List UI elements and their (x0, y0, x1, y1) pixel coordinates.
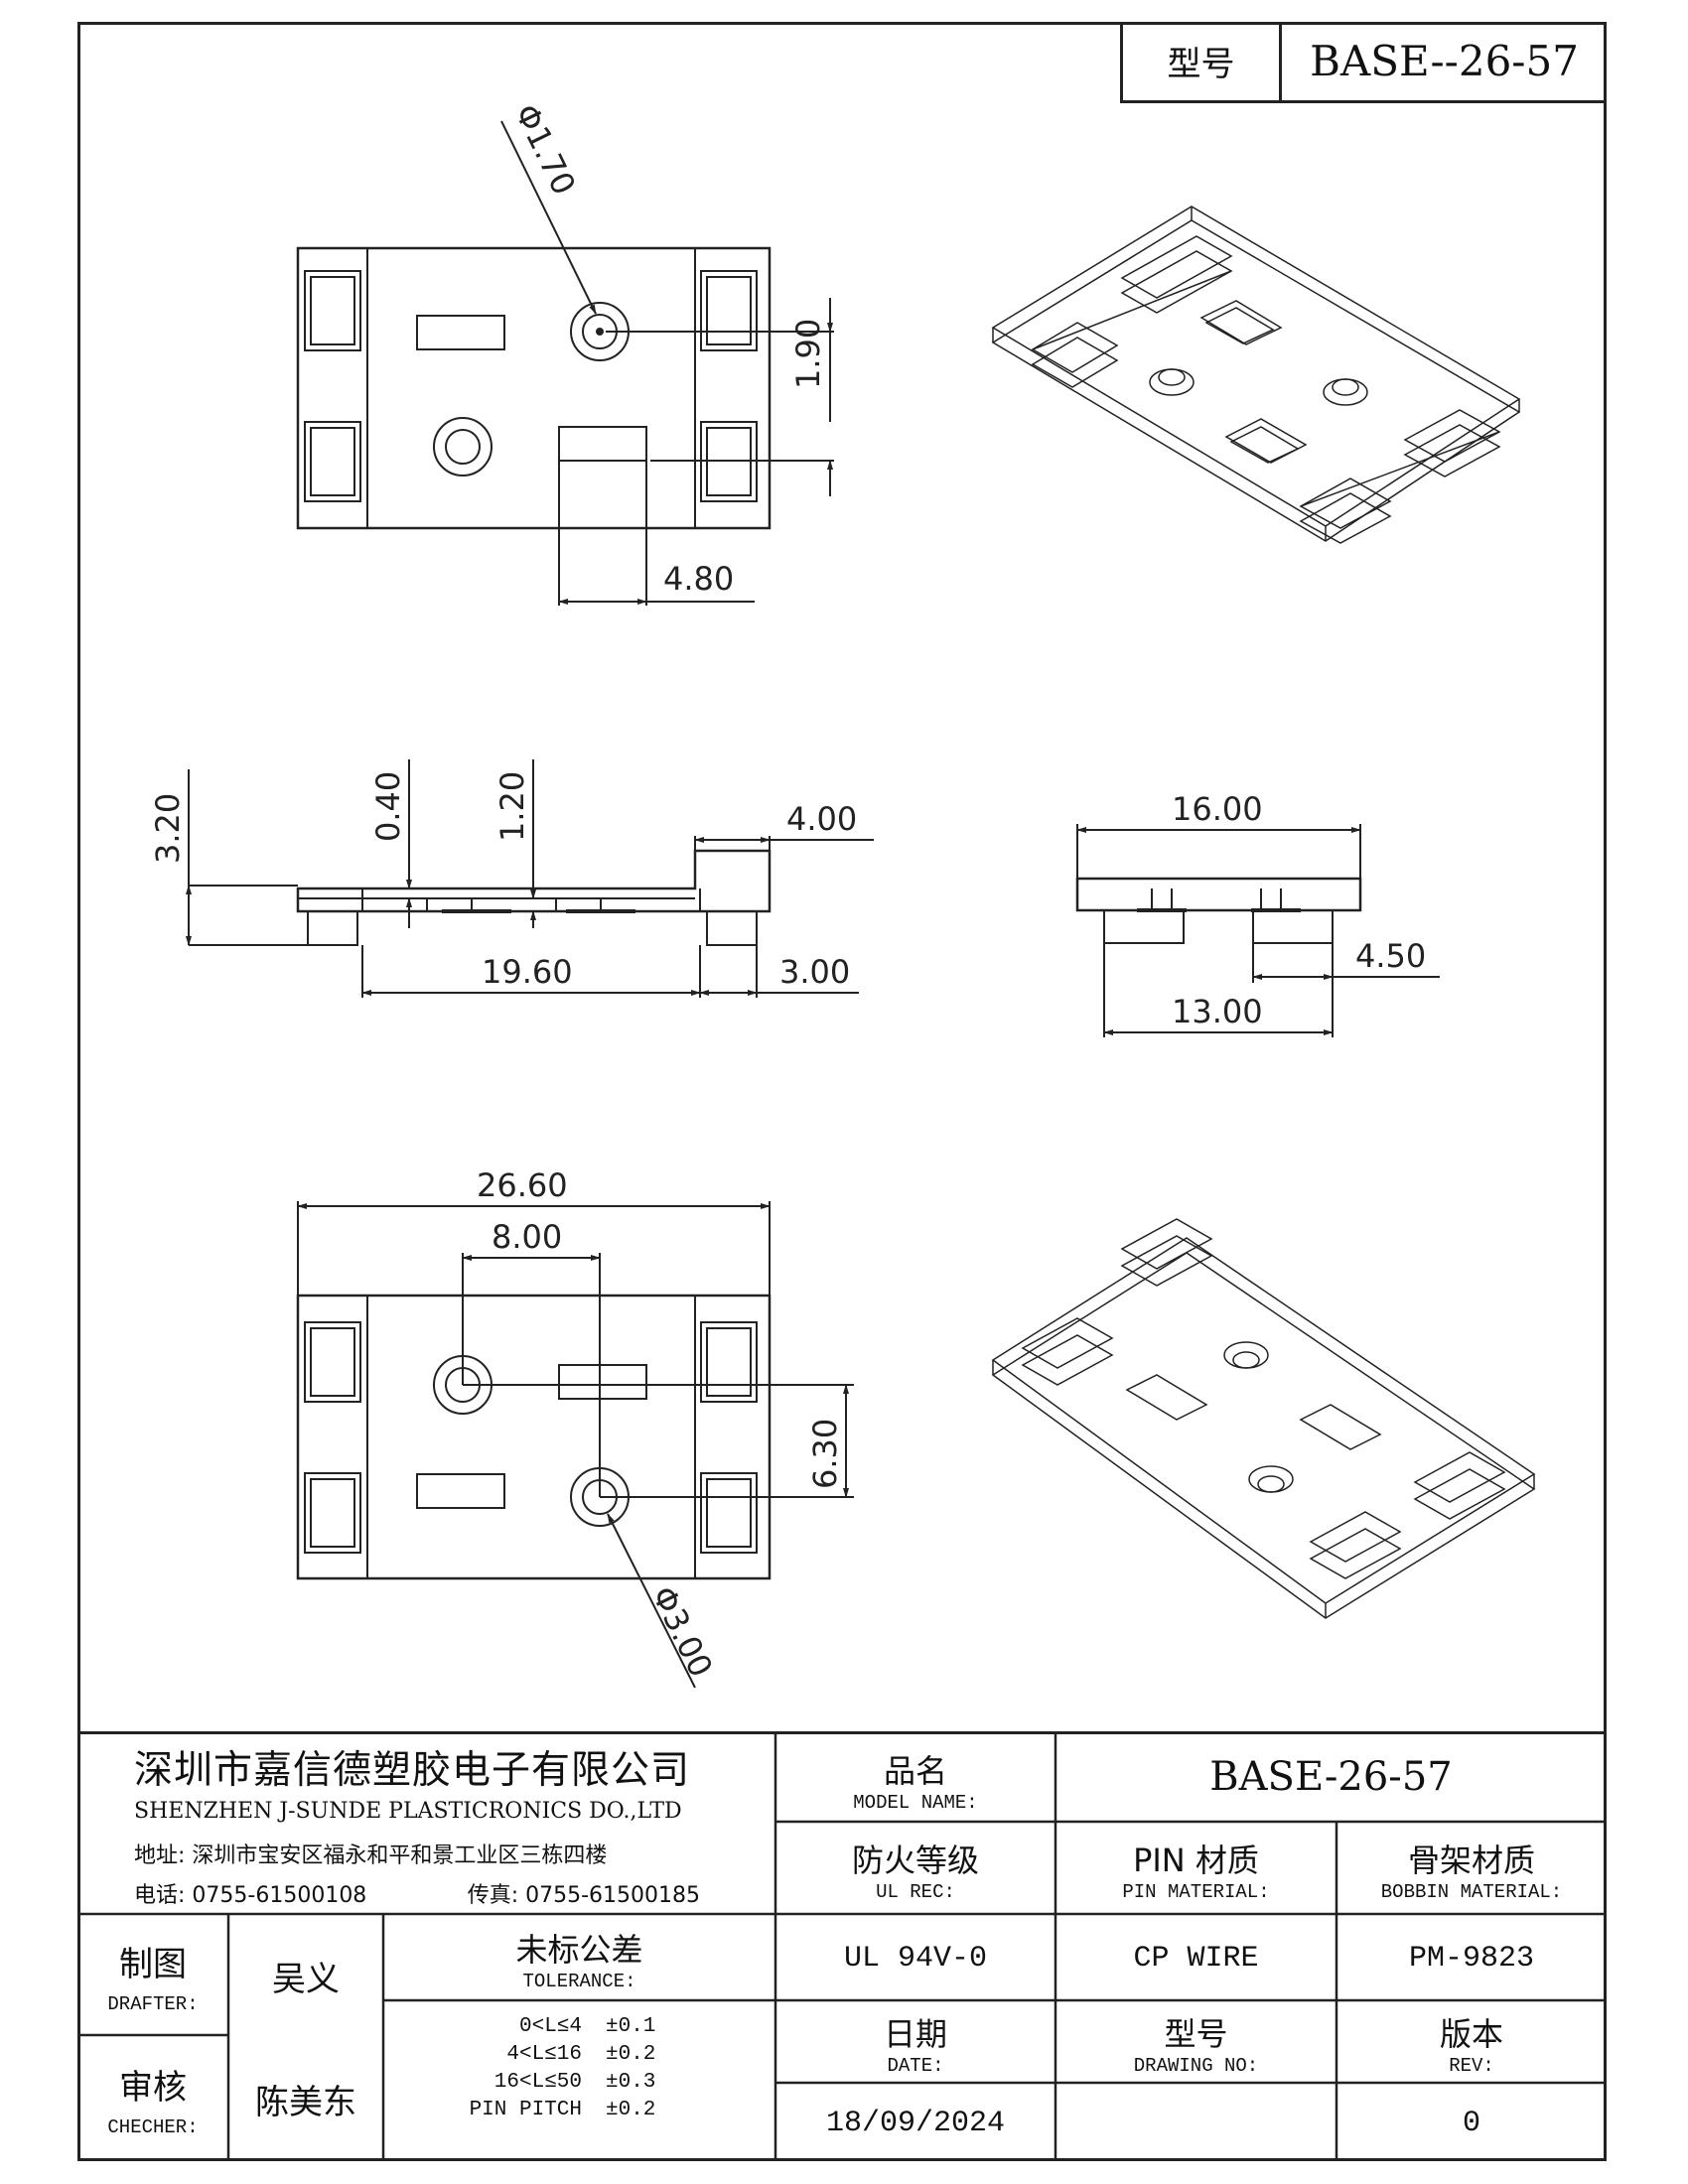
end-view (1075, 877, 1362, 944)
pin-material-value: CP WIRE (1133, 1941, 1259, 1976)
dim-6-30: 6.30 (806, 1419, 844, 1489)
bottom-view (296, 1294, 772, 1580)
dim-4-50: 4.50 (1355, 937, 1426, 975)
tolerance-range: 4<L≤16 (506, 2043, 582, 2066)
dim-1-90: 1.90 (789, 319, 827, 389)
technical-drawing: Φ1.70 1.90 4.80 3.20 0.40 1.20 4.00 19.6… (149, 98, 1536, 1689)
drafter-en: DRAFTER: (107, 1992, 199, 2015)
isometric-view-top (991, 205, 1521, 544)
header-model-label: 型号 (1167, 45, 1235, 84)
checker-zh: 审核 (119, 2068, 187, 2108)
company-address: 地址: 深圳市宝安区福永和平和景工业区三栋四楼 (134, 1843, 608, 1868)
dim-4-00: 4.00 (786, 800, 857, 838)
date-en: DATE: (887, 2054, 944, 2077)
ul-rec-en: UL REC: (876, 1881, 955, 1903)
model-name-en: MODEL NAME: (853, 1791, 978, 1814)
company-tel: 电话: 0755-61500108 (134, 1883, 367, 1908)
drafter-value: 吴义 (272, 1959, 340, 1999)
isometric-view-bottom (991, 1218, 1536, 1619)
drawing-no-en: DRAWING NO: (1133, 2054, 1259, 2077)
dim-0-40: 0.40 (369, 771, 407, 842)
drawing-no-zh: 型号 (1164, 2014, 1228, 2053)
company-fax: 传真: 0755-61500185 (467, 1883, 700, 1908)
tolerance-value: ±0.2 (606, 2099, 656, 2121)
dim-16-00: 16.00 (1172, 790, 1263, 828)
tolerance-table: 0<L≤4 ±0.1 4<L≤16 ±0.2 16<L≤50 ±0.3 PIN PIT… (383, 2015, 775, 2126)
tolerance-zh: 未标公差 (515, 1930, 643, 1969)
dim-19-60: 19.60 (482, 953, 573, 991)
tolerance-value: ±0.1 (606, 2015, 656, 2038)
pin-material-en: PIN MATERIAL: (1122, 1881, 1270, 1903)
rev-en: REV: (1449, 2054, 1494, 2077)
tolerance-en: TOLERANCE: (522, 1970, 636, 1992)
tolerance-value: ±0.3 (606, 2071, 656, 2094)
bobbin-material-value: PM-9823 (1408, 1941, 1535, 1976)
header-model-value: BASE--26-57 (1310, 37, 1579, 85)
bobbin-material-zh: 骨架材质 (1407, 1842, 1535, 1879)
header-model-box: 型号 BASE--26-57 (1120, 22, 1607, 103)
top-view-1 (296, 246, 772, 530)
tolerance-range: 16<L≤50 (493, 2071, 582, 2094)
dim-4-80: 4.80 (663, 560, 734, 598)
title-block (77, 1731, 1607, 2161)
ul-rec-value: UL 94V-0 (843, 1941, 988, 1976)
dim-1-20: 1.20 (493, 771, 531, 842)
ul-rec-zh: 防火等级 (851, 1842, 979, 1879)
date-value: 18/09/2024 (825, 2106, 1006, 2140)
dim-13-00: 13.00 (1172, 993, 1263, 1030)
dim-26-60: 26.60 (477, 1166, 568, 1204)
date-zh: 日期 (883, 2014, 947, 2053)
rev-value: 0 (1462, 2106, 1480, 2140)
dim-3-20: 3.20 (149, 793, 187, 864)
model-name-zh: 品名 (883, 1751, 947, 1790)
bobbin-material-en: BOBBIN MATERIAL: (1380, 1881, 1563, 1903)
checker-value: 陈美东 (255, 2083, 356, 2122)
dim-3-00: 3.00 (779, 953, 850, 991)
pin-material-zh: PIN 材质 (1133, 1842, 1259, 1879)
model-name-value: BASE-26-57 (1209, 1753, 1453, 1800)
tolerance-range: 0<L≤4 (518, 2015, 582, 2038)
rev-zh: 版本 (1439, 2014, 1503, 2053)
tolerance-range: PIN PITCH (469, 2099, 582, 2121)
company-name-en: SHENZHEN J-SUNDE PLASTICRONICS DO.,LTD (134, 1799, 682, 1824)
drafter-zh: 制图 (119, 1944, 187, 1984)
checker-en: CHECHER: (107, 2116, 199, 2138)
tolerance-value: ±0.2 (606, 2043, 656, 2066)
dim-8-00: 8.00 (492, 1218, 562, 1256)
company-name-zh: 深圳市嘉信德塑胶电子有限公司 (134, 1748, 691, 1793)
